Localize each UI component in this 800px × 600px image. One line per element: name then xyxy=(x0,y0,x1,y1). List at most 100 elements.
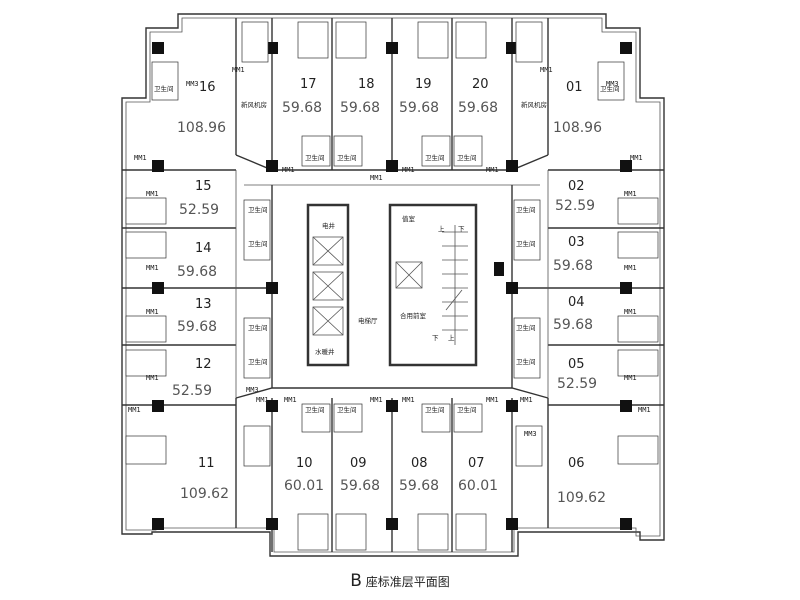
svg-text:MM3: MM3 xyxy=(606,80,619,88)
duty-room-label: 值室 xyxy=(402,214,416,223)
svg-text:11: 11 xyxy=(198,456,215,471)
elevator-shaft xyxy=(312,306,344,336)
bathroom-label: 卫生间 xyxy=(305,405,325,414)
svg-text:MM1: MM1 xyxy=(128,406,141,414)
bathroom-label: 卫生间 xyxy=(600,84,620,93)
svg-text:MM1: MM1 xyxy=(624,308,637,316)
svg-text:59.68: 59.68 xyxy=(399,478,439,494)
svg-text:MM1: MM1 xyxy=(256,396,269,404)
building-outline-inner xyxy=(125,17,661,553)
svg-text:03: 03 xyxy=(568,235,585,250)
svg-text:MM1: MM1 xyxy=(638,406,651,414)
unit-11: 11 109.62 xyxy=(180,456,229,502)
svg-text:MM3: MM3 xyxy=(524,430,537,438)
bathroom-label: 卫生间 xyxy=(154,84,174,93)
svg-text:MM3: MM3 xyxy=(186,80,199,88)
svg-text:17: 17 xyxy=(300,77,317,92)
svg-text:MM1: MM1 xyxy=(370,396,383,404)
elevator-hall-label: 电梯厅 xyxy=(358,316,378,325)
svg-text:59.68: 59.68 xyxy=(399,100,439,116)
stair-down-label: 下 xyxy=(458,225,465,233)
unit-12: 12 52.59 xyxy=(172,357,212,399)
unit-08: 08 59.68 xyxy=(399,456,439,494)
structural-columns xyxy=(152,42,632,530)
building-outline xyxy=(121,13,665,557)
unit-14: 14 59.68 xyxy=(177,241,217,280)
elevator-room-label: 电井 xyxy=(322,221,336,230)
svg-text:52.59: 52.59 xyxy=(172,383,212,399)
svg-text:MM1: MM1 xyxy=(402,396,415,404)
svg-text:59.68: 59.68 xyxy=(340,100,380,116)
svg-text:18: 18 xyxy=(358,77,375,92)
unit-03: 03 59.68 xyxy=(553,235,593,274)
svg-text:MM1: MM1 xyxy=(624,190,637,198)
unit-17: 17 59.68 xyxy=(282,77,322,116)
fresh-air-room-label: 新风机房 xyxy=(241,100,267,109)
svg-text:14: 14 xyxy=(195,241,212,256)
unit-16: 16 108.96 xyxy=(177,80,226,136)
svg-text:109.62: 109.62 xyxy=(557,490,606,506)
bathroom-label: 卫生间 xyxy=(457,153,477,162)
stair-treads xyxy=(442,225,468,345)
svg-text:52.59: 52.59 xyxy=(179,202,219,218)
shared-front-room-label: 合用前室 xyxy=(400,311,427,320)
bathroom-label: 卫生间 xyxy=(248,357,268,366)
svg-text:MM1: MM1 xyxy=(134,154,147,162)
bathroom-label: 卫生间 xyxy=(516,239,536,248)
unit-07: 07 60.01 xyxy=(458,456,498,494)
corridor-wall xyxy=(235,387,549,399)
unit-20: 20 59.68 xyxy=(458,77,498,116)
bathroom-label: 卫生间 xyxy=(305,153,325,162)
svg-text:60.01: 60.01 xyxy=(458,478,498,494)
water-well-label: 水暖井 xyxy=(315,347,335,356)
svg-text:MM1: MM1 xyxy=(624,374,637,382)
elevator-shaft xyxy=(312,271,344,301)
bathroom-label: 卫生间 xyxy=(337,405,357,414)
svg-text:10: 10 xyxy=(296,456,313,471)
unit-19: 19 59.68 xyxy=(399,77,439,116)
stair-down-label: 下 xyxy=(432,334,439,342)
svg-text:MM1: MM1 xyxy=(232,66,245,74)
svg-text:MM1: MM1 xyxy=(146,264,159,272)
svg-text:05: 05 xyxy=(568,357,585,372)
svg-text:59.68: 59.68 xyxy=(553,317,593,333)
svg-text:01: 01 xyxy=(566,80,583,95)
svg-text:19: 19 xyxy=(415,77,432,92)
unit-04: 04 59.68 xyxy=(553,295,593,333)
bathroom-label: 卫生间 xyxy=(457,405,477,414)
svg-text:108.96: 108.96 xyxy=(553,120,602,136)
svg-text:MM1: MM1 xyxy=(540,66,553,74)
elevator-core xyxy=(306,203,350,367)
svg-text:MM1: MM1 xyxy=(370,174,383,182)
svg-text:108.96: 108.96 xyxy=(177,120,226,136)
bathroom-label: 卫生间 xyxy=(425,153,445,162)
svg-text:59.68: 59.68 xyxy=(282,100,322,116)
unit-13: 13 59.68 xyxy=(177,297,217,335)
svg-text:MM3: MM3 xyxy=(246,386,259,394)
unit-10: 10 60.01 xyxy=(284,456,324,494)
svg-text:109.62: 109.62 xyxy=(180,486,229,502)
svg-text:59.68: 59.68 xyxy=(177,319,217,335)
svg-text:09: 09 xyxy=(350,456,367,471)
plan-caption: B 座标准层平面图 xyxy=(0,571,800,591)
svg-text:MM1: MM1 xyxy=(284,396,297,404)
stair-up-label: 上 xyxy=(448,333,455,342)
svg-text:59.68: 59.68 xyxy=(553,258,593,274)
bathroom-label: 卫生间 xyxy=(248,205,268,214)
svg-text:12: 12 xyxy=(195,357,212,372)
svg-text:MM1: MM1 xyxy=(624,264,637,272)
svg-text:20: 20 xyxy=(472,77,489,92)
svg-text:59.68: 59.68 xyxy=(340,478,380,494)
unit-02: 02 52.59 xyxy=(555,179,595,214)
bathroom-label: 卫生间 xyxy=(248,239,268,248)
unit-09: 09 59.68 xyxy=(340,456,380,494)
bathroom-label: 卫生间 xyxy=(516,323,536,332)
svg-text:MM1: MM1 xyxy=(520,396,533,404)
fresh-air-room-label: 新风机房 xyxy=(521,100,547,109)
svg-text:MM1: MM1 xyxy=(282,166,295,174)
stair-up-label: 上 xyxy=(438,224,445,233)
svg-text:02: 02 xyxy=(568,179,585,194)
svg-text:07: 07 xyxy=(468,456,485,471)
stair-core xyxy=(388,203,478,367)
